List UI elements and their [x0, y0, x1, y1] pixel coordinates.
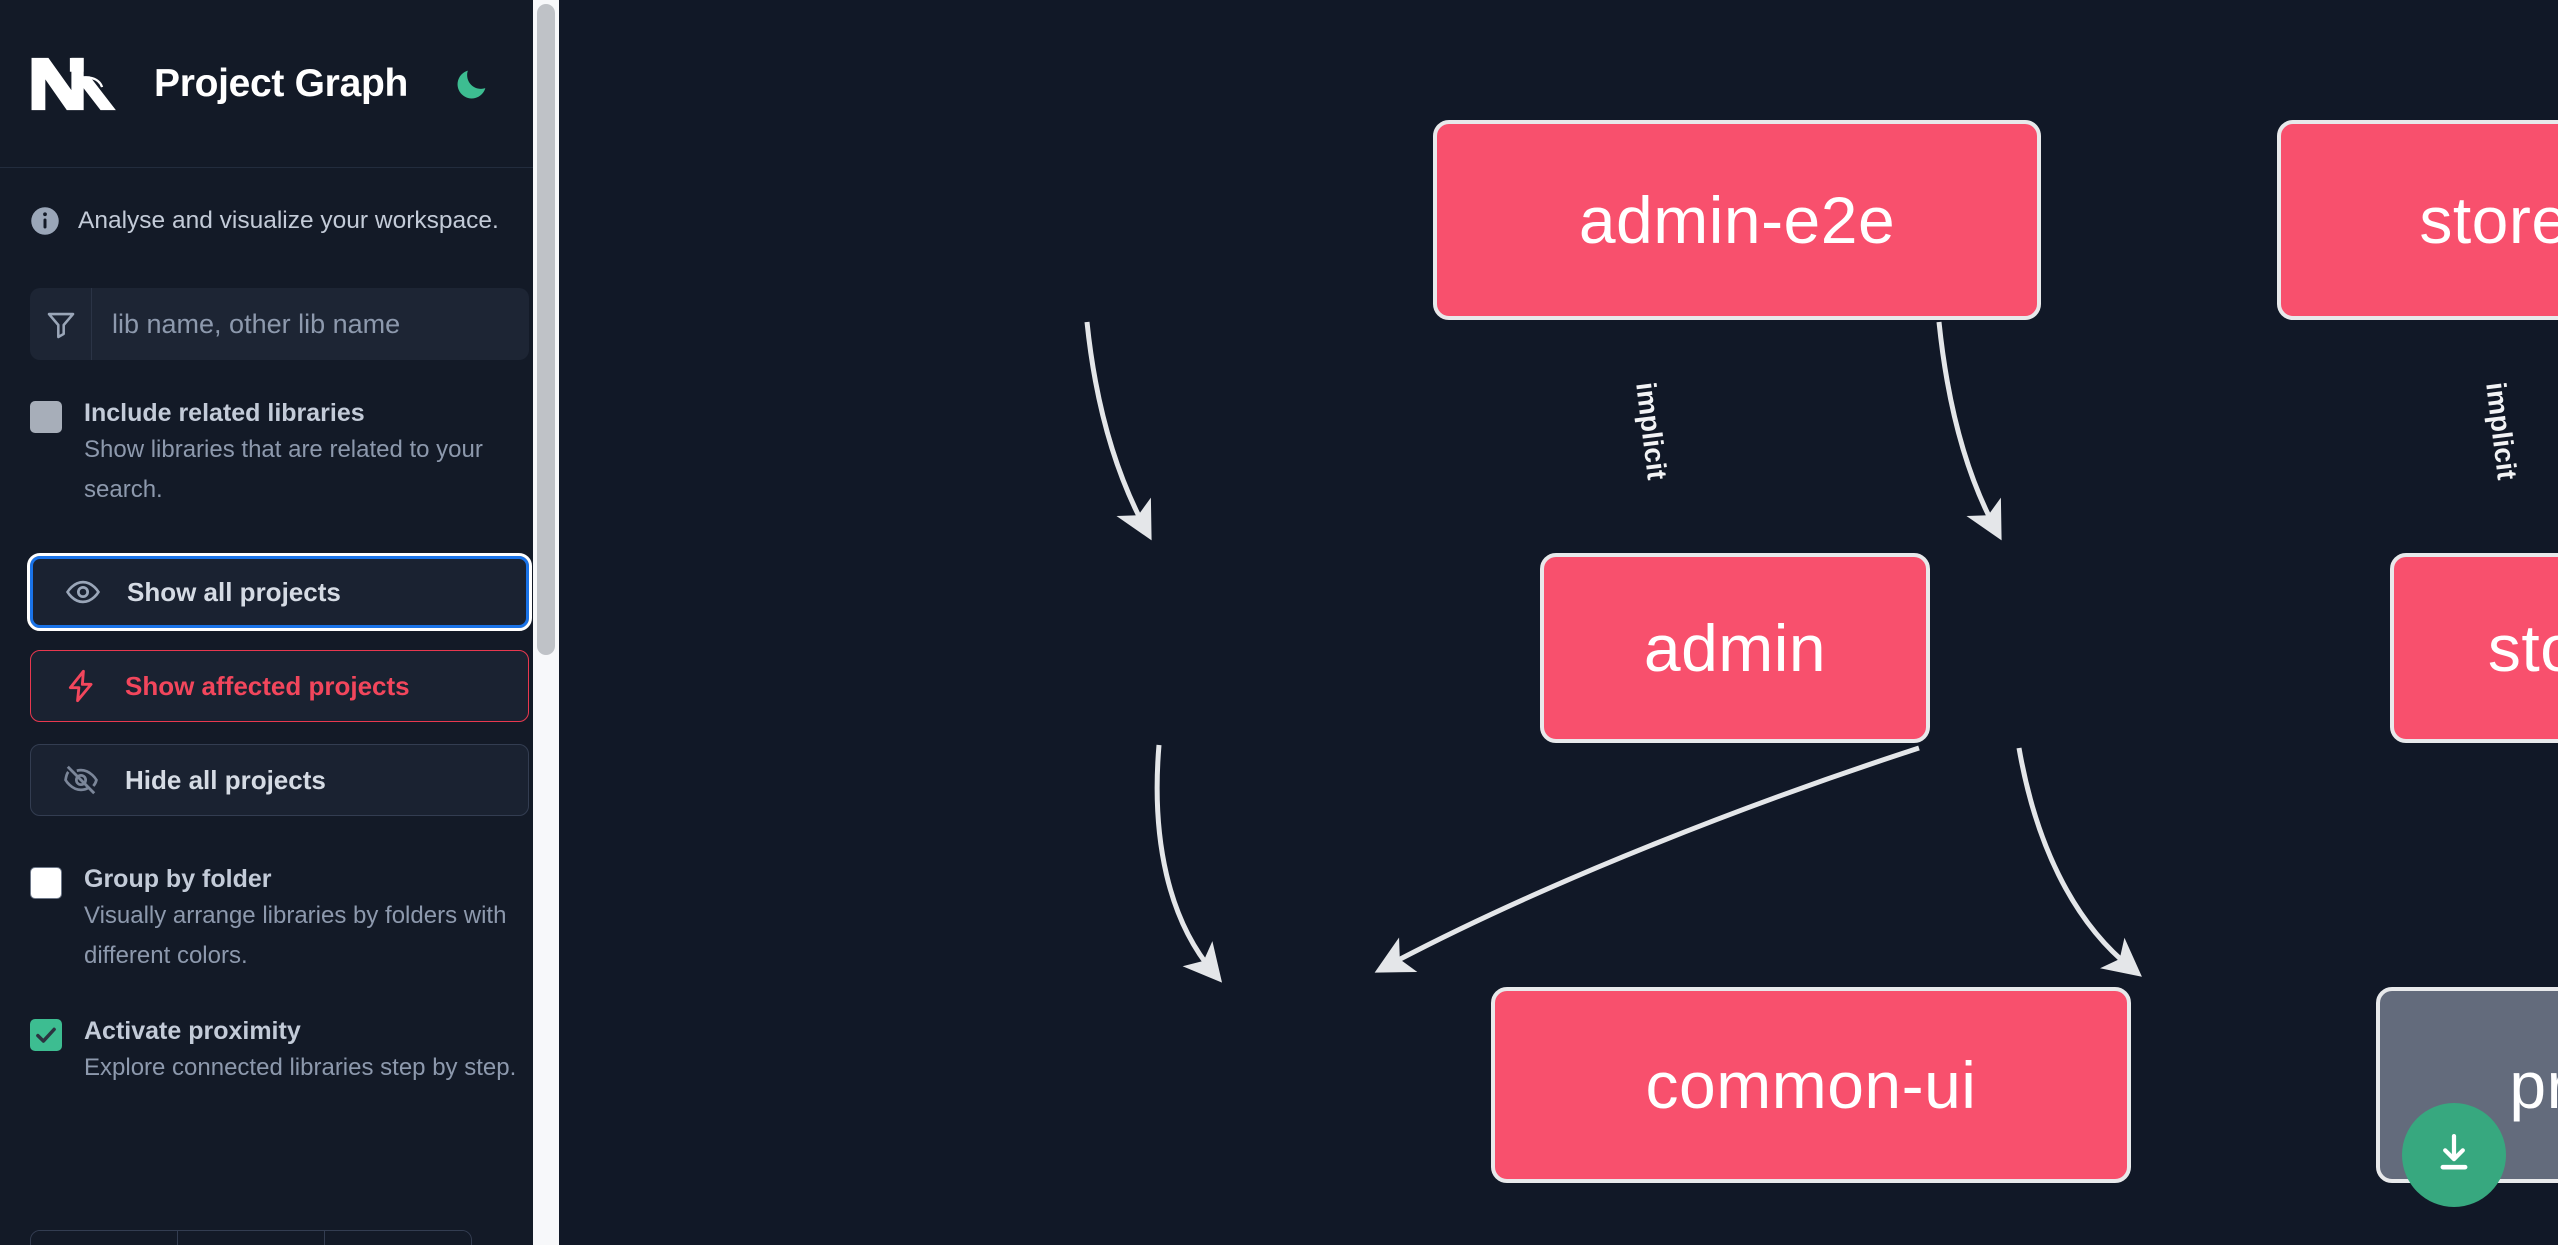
include-related-libraries-checkbox[interactable] [30, 401, 62, 433]
search-input[interactable] [92, 288, 529, 360]
edge-store-e2e-to-store [1936, 321, 2002, 541]
show-affected-projects-button[interactable]: Show affected projects [30, 650, 529, 722]
download-image-button[interactable] [2402, 1103, 2506, 1207]
sidebar-body: Analyse and visualize your workspace. In… [0, 168, 559, 1088]
edge-admin-to-common-ui [1154, 744, 1223, 983]
checkbox-activate-proximity[interactable]: Activate proximity Explore connected lib… [30, 1014, 529, 1088]
group-by-folder-description: Visually arrange libraries by folders wi… [84, 902, 507, 969]
proximity-segment-2[interactable] [178, 1231, 325, 1245]
graph-node-admin-label: admin [1643, 611, 1827, 685]
graph-edges [1084, 321, 2142, 983]
group-by-folder-checkbox[interactable] [30, 867, 62, 899]
workspace-blurb: Analyse and visualize your workspace. [30, 168, 529, 236]
edge-store-to-common-ui [1374, 745, 1920, 973]
sidebar: Project Graph Analy [0, 0, 559, 1245]
include-related-libraries-label: Include related libraries [84, 399, 365, 427]
graph-node-store-e2e[interactable]: store-e2e [2277, 120, 2558, 320]
nx-logo-icon [30, 53, 122, 115]
filter-icon [30, 288, 92, 360]
sidebar-scrollbar-thumb[interactable] [537, 4, 555, 655]
proximity-segmented-control[interactable] [30, 1230, 472, 1245]
sidebar-scrollbar[interactable] [533, 0, 559, 1245]
proximity-segment-1[interactable] [31, 1231, 178, 1245]
moon-icon[interactable] [450, 62, 494, 106]
show-all-projects-button[interactable]: Show all projects [27, 553, 532, 631]
show-all-projects-label: Show all projects [127, 576, 341, 607]
graph-canvas[interactable]: admin-e2e store-e2e admin store common-u… [559, 0, 2558, 1245]
graph-node-admin-e2e[interactable]: admin-e2e [1433, 120, 2041, 320]
proximity-segment-3[interactable] [325, 1231, 471, 1245]
include-related-libraries-description: Show libraries that are related to your … [84, 436, 483, 503]
hide-all-projects-button[interactable]: Hide all projects [30, 744, 529, 816]
activate-proximity-checkbox[interactable] [30, 1019, 62, 1051]
activate-proximity-description: Explore connected libraries step by step… [84, 1054, 517, 1081]
hide-all-projects-label: Hide all projects [125, 764, 326, 795]
download-icon [2431, 1130, 2477, 1181]
graph-node-products-label: products [2509, 1048, 2558, 1122]
graph-node-common-ui[interactable]: common-ui [1491, 987, 2131, 1183]
graph-node-common-ui-label: common-ui [1645, 1048, 1977, 1122]
eye-off-icon [63, 762, 99, 798]
checkbox-include-related-libraries[interactable]: Include related libraries Show libraries… [30, 396, 529, 510]
workspace-blurb-text: Analyse and visualize your workspace. [78, 207, 499, 234]
group-by-folder-label: Group by folder [84, 865, 272, 893]
show-affected-projects-label: Show affected projects [125, 670, 410, 701]
info-icon [30, 206, 60, 236]
graph-node-store-label: store [2487, 611, 2558, 685]
search-field[interactable] [30, 288, 529, 360]
edge-store-to-products [2016, 747, 2142, 977]
page-title: Project Graph [154, 61, 408, 105]
graph-node-admin[interactable]: admin [1540, 553, 1930, 743]
activate-proximity-label: Activate proximity [84, 1017, 301, 1045]
graph-node-store-e2e-label: store-e2e [2419, 183, 2558, 257]
project-visibility-buttons: Show all projects Show affected projects [27, 553, 532, 816]
edge-admin-e2e-to-admin [1084, 321, 1152, 541]
checkbox-group-by-folder[interactable]: Group by folder Visually arrange librari… [30, 862, 529, 976]
graph-node-store[interactable]: store [2390, 553, 2558, 743]
lightning-bolt-icon [63, 668, 99, 704]
sidebar-header: Project Graph [0, 0, 559, 168]
graph-node-admin-e2e-label: admin-e2e [1578, 183, 1896, 257]
eye-icon [65, 574, 101, 610]
